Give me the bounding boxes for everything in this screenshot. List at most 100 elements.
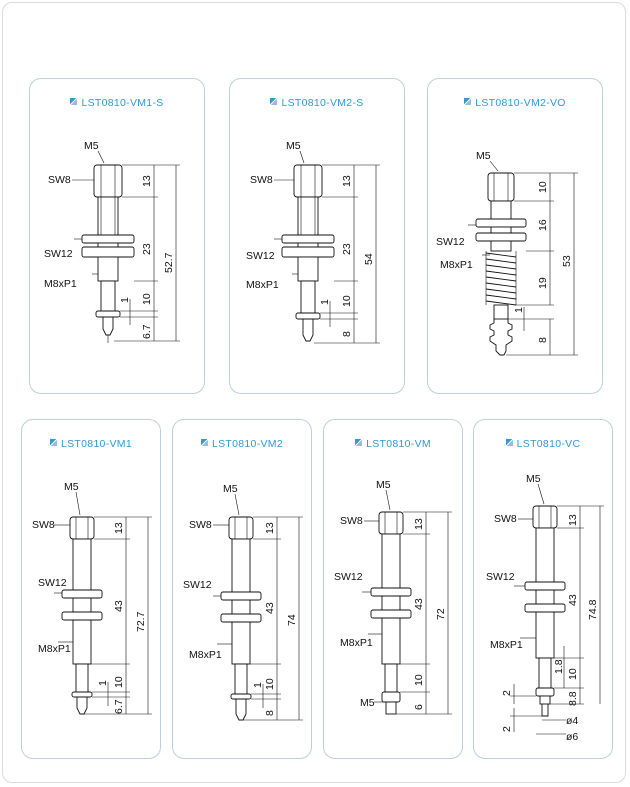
label-sw12: SW12 (38, 577, 67, 589)
dim-c: 1 (97, 680, 109, 686)
suction-tip (235, 699, 247, 721)
dim-c: 1 (513, 307, 525, 313)
card-title: LST0810-VM (324, 438, 462, 450)
dim-total: 52.7 (163, 252, 175, 273)
label-sw8: SW8 (48, 174, 71, 186)
dim-f: 1.8 (553, 659, 565, 674)
label-m5: M5 (376, 479, 391, 491)
label-sw12: SW12 (486, 571, 515, 583)
card-title: LST0810-VM1 (22, 438, 160, 450)
dim-e: 8 (264, 710, 276, 716)
dim-b: 23 (141, 243, 153, 255)
label-sw8: SW8 (340, 515, 363, 527)
technical-drawing: M5 SW8 SW12 M8xP1 13 23 1 10 6.7 52.7 (44, 140, 180, 343)
lock-nut-sw12-upper (475, 218, 527, 228)
threaded-body (535, 527, 555, 659)
dim-b: 43 (413, 598, 425, 610)
technical-drawing: M5 SW8 SW12 M8xP1 13 43 1 10 8 74 (183, 483, 303, 721)
dim-d: 10 (413, 674, 425, 686)
label-m5: M5 (286, 140, 301, 152)
dim-h: 2 (501, 690, 513, 696)
dim-i: 2 (501, 726, 513, 732)
dim-d: 19 (537, 277, 549, 289)
label-m8: M8xP1 (246, 279, 279, 291)
dim-c: 1 (252, 682, 264, 688)
hex-head-sw8 (228, 516, 254, 540)
shaft (234, 663, 248, 695)
card-title: LST0810-VM2 (173, 438, 311, 450)
card-title: LST0810-VM2-VO (428, 97, 602, 109)
dim-a: 13 (264, 522, 276, 534)
dim-d: 10 (264, 678, 276, 690)
label-m5-bottom: M5 (360, 697, 375, 709)
label-m5: M5 (526, 473, 541, 485)
label-sw8: SW8 (189, 519, 212, 531)
product-card-2: LST0810-VM2-S M5 SW8 SW12 M8xP1 13 23 1 … (229, 78, 405, 394)
lock-nut-sw12-lower (61, 611, 103, 621)
product-code: LST0810-VM (366, 438, 431, 450)
shaft (538, 657, 552, 689)
product-code: LST0810-VM1-S (81, 97, 164, 109)
dim-e: 8 (537, 337, 549, 343)
shaft (493, 304, 509, 320)
threaded-body (381, 533, 401, 665)
dim-b: 43 (113, 600, 125, 612)
dim-total: 53 (561, 255, 573, 267)
dim-total: 74.8 (587, 599, 599, 620)
m5-fitting (385, 701, 397, 715)
dim-c: 1 (119, 297, 131, 303)
dim-total: 72 (435, 608, 447, 620)
diagram-icon (464, 98, 472, 105)
dim-dia-6: ø6 (566, 731, 578, 743)
shaft (100, 280, 116, 312)
suction-tip (76, 697, 88, 715)
label-m8: M8xP1 (38, 643, 71, 655)
product-code: LST0810-VM2-S (281, 97, 364, 109)
product-card-4: LST0810-VM1 M5 SW8 SW12 M8xP1 13 43 1 10… (21, 419, 161, 759)
dim-d: 10 (341, 295, 353, 307)
lock-nut-sw12-lower (475, 232, 527, 242)
lock-nut-sw12-upper (220, 591, 262, 601)
dim-d: 10 (141, 293, 153, 305)
threaded-body (490, 200, 512, 220)
dim-dia-4: ø4 (566, 715, 578, 727)
product-card-6: LST0810-VM M5 SW8 SW12 M8xP1 M5 13 43 10… (323, 419, 463, 759)
lock-nut-sw12-lower (81, 246, 135, 258)
label-sw8: SW8 (494, 513, 517, 525)
product-code: LST0810-VM1 (60, 438, 132, 450)
label-m5: M5 (84, 140, 99, 152)
product-code: LST0810-VM2 (211, 438, 283, 450)
dim-b: 23 (341, 243, 353, 255)
dim-e: 6.7 (141, 324, 153, 339)
dim-e: 8 (341, 331, 353, 337)
dim-a: 13 (341, 175, 353, 187)
lock-nut-sw12-upper (370, 587, 412, 597)
product-card-5: LST0810-VM2 M5 SW8 SW12 M8xP1 13 43 1 10… (172, 419, 312, 759)
shaft (300, 280, 316, 314)
hex-head-sw8 (532, 505, 558, 529)
dim-c: 1 (319, 299, 331, 305)
label-m8: M8xP1 (490, 639, 523, 651)
label-sw8: SW8 (250, 174, 273, 186)
hex-head-sw8 (378, 511, 404, 535)
dim-d: 10 (113, 676, 125, 688)
tube-fitting (541, 704, 549, 717)
card-title: LST0810-VM1-S (30, 97, 204, 109)
hex-head-sw8 (69, 516, 95, 540)
product-card-7: LST0810-VC M5 SW8 SW12 M8xP1 13 43 1.8 1… (473, 419, 613, 759)
lock-nut-sw12-lower (370, 609, 412, 619)
technical-drawing: M5 SW8 SW12 M8xP1 13 43 1 10 6.7 72.7 (32, 481, 152, 715)
suction-tip (102, 317, 114, 336)
lock-nut-sw12-upper (524, 581, 566, 591)
label-m5: M5 (476, 150, 491, 162)
threaded-body (72, 538, 92, 665)
diagram-icon (49, 439, 57, 446)
lock-nut-sw12-upper (81, 234, 135, 244)
label-sw12: SW12 (246, 250, 275, 262)
spring (485, 251, 517, 306)
dim-a: 10 (537, 181, 549, 193)
dim-b: 16 (537, 219, 549, 231)
label-m8: M8xP1 (340, 637, 373, 649)
shaft (384, 663, 398, 693)
